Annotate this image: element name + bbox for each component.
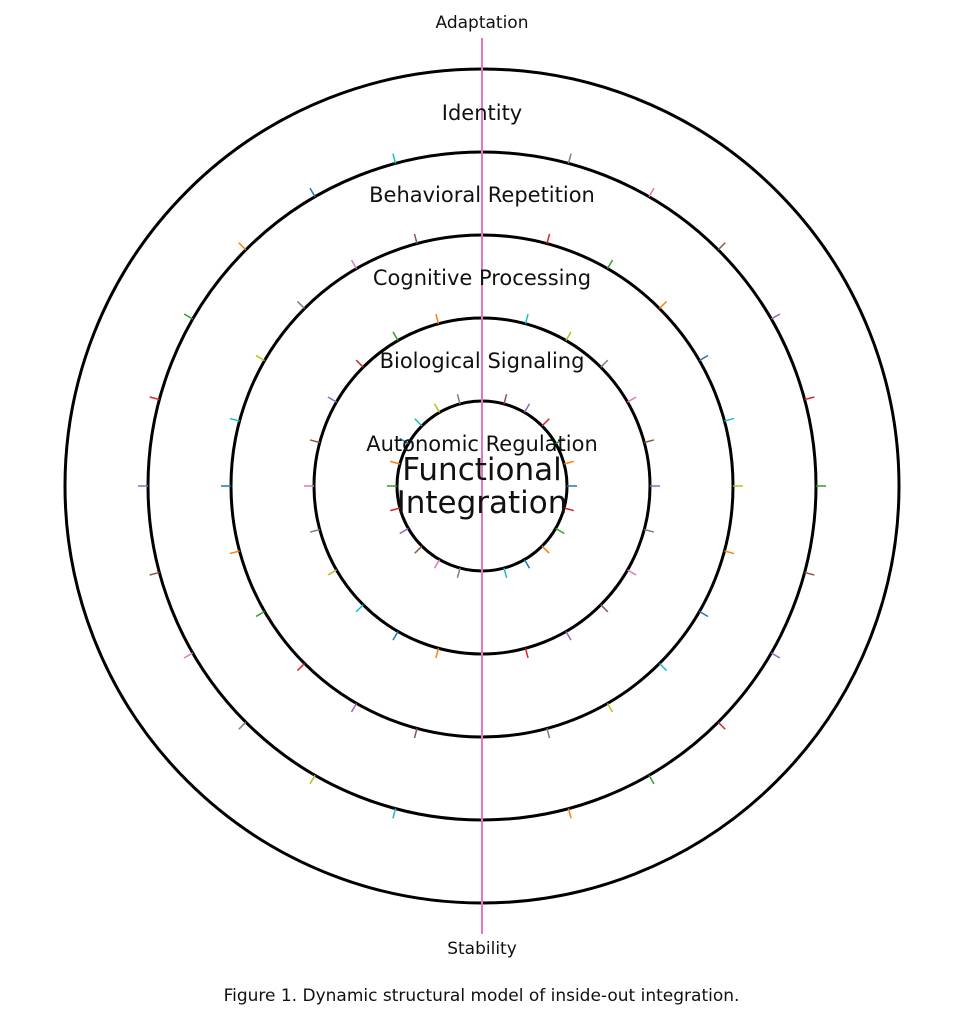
ring-tick: [327, 396, 337, 403]
ring-tick: [606, 702, 614, 713]
ring-tick: [399, 437, 409, 445]
ring-tick: [600, 604, 609, 613]
ring-tick: [724, 550, 735, 555]
ring-tick: [555, 527, 565, 535]
ring-tick: [456, 567, 461, 578]
ring-tick: [565, 331, 572, 341]
ring-tick: [255, 610, 266, 618]
ring-tick: [392, 331, 399, 341]
ring-tick: [456, 394, 461, 405]
ring-tick: [433, 559, 441, 569]
ring-tick: [435, 648, 440, 659]
ring-tick: [414, 418, 423, 427]
ring-tick: [648, 774, 655, 785]
ring-tick: [414, 545, 423, 554]
ring-tick: [238, 721, 247, 730]
ring-tick: [238, 242, 247, 251]
center-label-line-2: Integration: [397, 485, 568, 521]
center-label-line-1: Functional: [402, 452, 561, 488]
ring-tick: [627, 569, 637, 576]
ring-tick: [804, 396, 815, 401]
ring-tick: [390, 460, 401, 465]
ring-tick: [724, 417, 735, 422]
ring-tick: [350, 259, 358, 270]
ring-label-behavioral-repetition: Behavioral Repetition: [369, 183, 595, 207]
stability-label: Stability: [447, 939, 517, 959]
ring-tick: [149, 396, 160, 401]
ring-tick: [392, 631, 399, 641]
ring-tick: [770, 313, 781, 320]
ring-tick: [717, 721, 726, 730]
ring-tick: [229, 417, 240, 422]
ring-tick: [648, 187, 655, 198]
concentric-diagram: Adaptation Stability Autonomic Regulatio…: [63, 13, 901, 959]
ring-tick: [392, 153, 397, 164]
ring-tick: [355, 359, 364, 368]
ring-tick: [563, 507, 574, 512]
ring-tick: [435, 313, 440, 324]
ring-tick: [149, 571, 160, 576]
ring-tick: [390, 507, 401, 512]
ring-tick: [327, 569, 337, 576]
ring-tick: [392, 808, 397, 819]
ring-tick: [350, 702, 358, 713]
ring-tick: [567, 808, 572, 819]
ring-tick: [413, 728, 418, 739]
ticks-layer: [138, 142, 826, 830]
ring-tick: [541, 545, 550, 554]
ring-tick: [183, 313, 194, 320]
adaptation-label: Adaptation: [436, 13, 529, 33]
ring-tick: [524, 648, 529, 659]
ring-tick: [606, 259, 614, 270]
ring-label-autonomic-regulation: Autonomic Regulation: [366, 432, 598, 456]
ring-tick: [563, 460, 574, 465]
ring-tick: [600, 359, 609, 368]
ring-tick: [296, 662, 306, 672]
ring-tick: [555, 437, 565, 445]
ring-tick: [309, 774, 316, 785]
ring-label-identity: Identity: [442, 101, 522, 125]
ring-label-biological-signaling: Biological Signaling: [380, 349, 585, 373]
ring-tick: [658, 300, 668, 310]
ring-tick: [255, 354, 266, 362]
ring-tick: [698, 354, 709, 362]
ring-tick: [503, 567, 508, 578]
ring-tick: [804, 571, 815, 576]
ring-tick: [503, 394, 508, 405]
ring-tick: [770, 652, 781, 659]
ring-tick: [541, 418, 550, 427]
ring-tick: [413, 233, 418, 244]
ring-tick: [309, 528, 320, 533]
ring-tick: [644, 439, 655, 444]
ring-tick: [565, 631, 572, 641]
ring-tick: [567, 153, 572, 164]
ring-tick: [309, 439, 320, 444]
ring-tick: [399, 527, 409, 535]
ring-tick: [309, 187, 316, 198]
labels-layer: Adaptation Stability Autonomic Regulatio…: [366, 13, 598, 959]
ring-tick: [644, 528, 655, 533]
ring-tick: [229, 550, 240, 555]
ring-tick: [183, 652, 194, 659]
ring-tick: [523, 403, 531, 413]
ring-tick: [355, 604, 364, 613]
ring-tick: [658, 662, 668, 672]
ring-tick: [546, 728, 551, 739]
ring-tick: [524, 313, 529, 324]
ring-tick: [717, 242, 726, 251]
ring-tick: [296, 300, 306, 310]
ring-label-cognitive-processing: Cognitive Processing: [373, 266, 591, 290]
ring-tick: [698, 610, 709, 618]
ring-tick: [546, 233, 551, 244]
figure-caption: Figure 1. Dynamic structural model of in…: [223, 986, 740, 1006]
ring-tick: [433, 403, 441, 413]
ring-tick: [523, 559, 531, 569]
ring-tick: [627, 396, 637, 403]
